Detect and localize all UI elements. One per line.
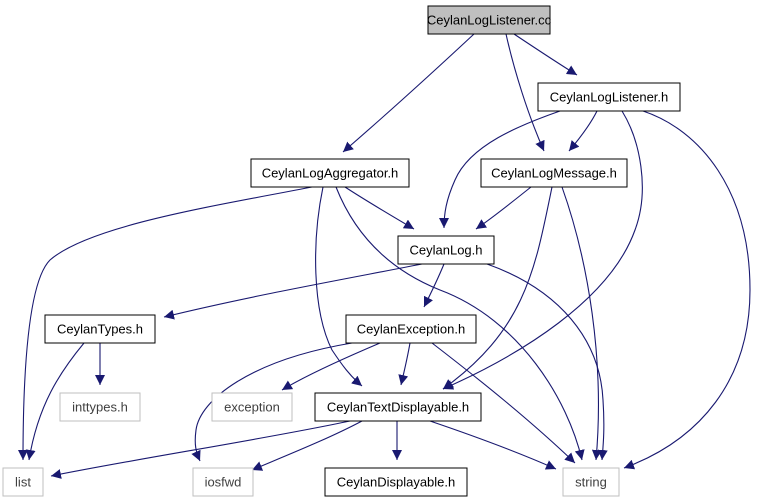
node-label: inttypes.h <box>72 400 128 415</box>
node-iosfwd: iosfwd <box>192 467 254 497</box>
edge-listener-h-to-message-h <box>568 110 598 152</box>
edge-aggregator-h-to-log-h <box>344 186 415 230</box>
edge-listener-h-to-string <box>623 110 751 470</box>
node-textdisp-h[interactable]: CeylanTextDisplayable.h <box>314 392 482 422</box>
edge-aggregator-h-to-string <box>335 186 585 461</box>
edge-listener-h-to-log-h <box>439 110 561 229</box>
edge-aggregator-h-to-list <box>18 186 313 461</box>
node-listener-h[interactable]: CeylanLogListener.h <box>537 82 681 112</box>
node-label: list <box>15 475 31 490</box>
node-label: CeylanLogListener.cc <box>427 13 552 28</box>
edge-exception-h-to-string <box>431 342 576 464</box>
node-log-h[interactable]: CeylanLog.h <box>397 235 495 265</box>
edge-textdisp-h-to-list <box>50 420 351 479</box>
node-label: CeylanDisplayable.h <box>337 475 456 490</box>
node-label: exception <box>224 400 280 415</box>
edge-cc-to-listener-h <box>513 33 578 76</box>
node-box <box>345 314 477 344</box>
edge-message-h-to-string <box>561 186 602 461</box>
node-box <box>250 158 410 188</box>
edge-message-h-to-log-h <box>475 186 532 230</box>
node-types-h[interactable]: CeylanTypes.h <box>44 314 156 344</box>
edge-cc-to-aggregator-h <box>342 33 475 153</box>
node-disp-h[interactable]: CeylanDisplayable.h <box>324 467 468 497</box>
node-exception: exception <box>211 392 293 422</box>
node-label: iosfwd <box>205 475 242 490</box>
node-list: list <box>2 467 44 497</box>
edge-log-h-to-types-h <box>163 263 423 320</box>
node-box <box>2 467 44 497</box>
node-label: CeylanException.h <box>357 322 465 337</box>
node-message-h[interactable]: CeylanLogMessage.h <box>480 158 628 188</box>
edge-aggregator-h-to-textdisp-h <box>315 186 363 387</box>
node-label: string <box>575 475 607 490</box>
node-box <box>44 314 156 344</box>
node-label: CeylanTextDisplayable.h <box>327 400 469 415</box>
node-box <box>324 467 468 497</box>
node-label: CeylanTypes.h <box>57 322 143 337</box>
node-exception-h[interactable]: CeylanException.h <box>345 314 477 344</box>
node-box <box>427 5 551 35</box>
edge-types-h-to-list <box>25 342 85 461</box>
edge-message-h-to-textdisp-h <box>442 186 553 390</box>
node-label: CeylanLogListener.h <box>550 90 669 105</box>
edge-textdisp-h-to-string <box>429 420 557 470</box>
node-box <box>562 467 620 497</box>
node-label: CeylanLogMessage.h <box>491 166 617 181</box>
node-cc[interactable]: CeylanLogListener.cc <box>427 5 552 35</box>
edge-log-h-to-string <box>486 263 608 461</box>
edge-log-h-to-exception-h <box>423 263 445 308</box>
node-label: CeylanLog.h <box>410 243 483 258</box>
node-box <box>397 235 495 265</box>
node-box <box>480 158 628 188</box>
node-inttypes: inttypes.h <box>59 392 141 422</box>
node-label: CeylanLogAggregator.h <box>262 166 399 181</box>
node-string: string <box>562 467 620 497</box>
edge-cc-to-message-h <box>505 33 545 152</box>
node-box <box>192 467 254 497</box>
node-aggregator-h[interactable]: CeylanLogAggregator.h <box>250 158 410 188</box>
node-box <box>314 392 482 422</box>
node-box <box>537 82 681 112</box>
edge-exception-h-to-exception <box>281 342 381 391</box>
node-box <box>59 392 141 422</box>
node-box <box>211 392 293 422</box>
edge-exception-h-to-textdisp-h <box>398 342 411 386</box>
edge-listener-h-to-textdisp-h <box>442 110 643 390</box>
edge-textdisp-h-to-iosfwd <box>251 420 363 471</box>
